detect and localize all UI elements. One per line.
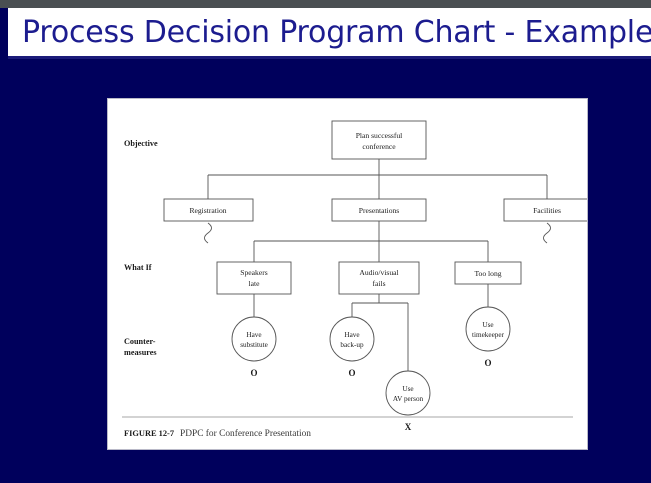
node-registration-label: Registration [189, 206, 226, 215]
node-too-long-line1: Too long [474, 269, 501, 278]
node-use-av-person-line2: AV person [393, 395, 424, 403]
node-use-av-person-line1: Use [402, 385, 413, 393]
page-title: Process Decision Program Chart - Example [22, 14, 651, 50]
node-plan-successful-conference-line2: conference [362, 142, 396, 151]
pdpc-diagram: Objective What If Counter- measures Plan… [122, 120, 587, 439]
node-use-timekeeper[interactable] [465, 306, 511, 352]
node-facilities[interactable] [503, 198, 587, 222]
node-facilities-label: Facilities [533, 206, 561, 215]
node-presentations-label: Presentations [359, 206, 400, 215]
node-audio-visual-fails-line2: fails [372, 279, 385, 288]
marker-have-substitute: O [250, 368, 257, 378]
node-speakers-late[interactable] [216, 261, 292, 295]
marker-have-back-up: O [348, 368, 355, 378]
figure-panel: Objective What If Counter- measures Plan… [107, 98, 588, 450]
node-speakers-late-line1: Speakers [240, 268, 267, 277]
node-use-timekeeper-line2: timekeeper [472, 331, 505, 339]
node-audio-visual-fails-line1: Audio/visual [359, 268, 398, 277]
node-speakers-late-line2: late [249, 279, 261, 288]
node-registration[interactable] [163, 198, 254, 222]
row-label-countermeasures-line2: measures [124, 348, 157, 357]
node-have-substitute-line2: substitute [240, 341, 268, 349]
row-label-objective: Objective [124, 139, 158, 148]
row-label-what-if: What If [124, 263, 152, 272]
marker-use-av-person: X [405, 422, 412, 432]
figure-caption-label: FIGURE 12-7 [124, 429, 174, 438]
title-underline-rule [8, 56, 651, 59]
slide-title-band: Process Decision Program Chart - Example [8, 8, 651, 56]
node-audio-visual-fails[interactable] [338, 261, 420, 295]
node-plan-successful-conference-line1: Plan successful [356, 131, 403, 140]
node-have-back-up-line2: back-up [340, 341, 364, 349]
node-plan-successful-conference[interactable] [331, 120, 427, 160]
node-have-substitute-line1: Have [246, 331, 261, 339]
node-have-back-up-line1: Have [344, 331, 359, 339]
window-top-strip [0, 0, 651, 8]
node-have-substitute[interactable] [231, 316, 277, 362]
break-squiggle-registration [204, 222, 212, 244]
marker-use-timekeeper: O [484, 358, 491, 368]
break-squiggle-facilities [543, 222, 551, 244]
row-label-countermeasures-line1: Counter- [124, 337, 156, 346]
node-have-back-up[interactable] [329, 316, 375, 362]
node-use-timekeeper-line1: Use [482, 321, 493, 329]
node-use-av-person[interactable] [385, 370, 431, 416]
figure-caption-text: PDPC for Conference Presentation [180, 428, 311, 439]
